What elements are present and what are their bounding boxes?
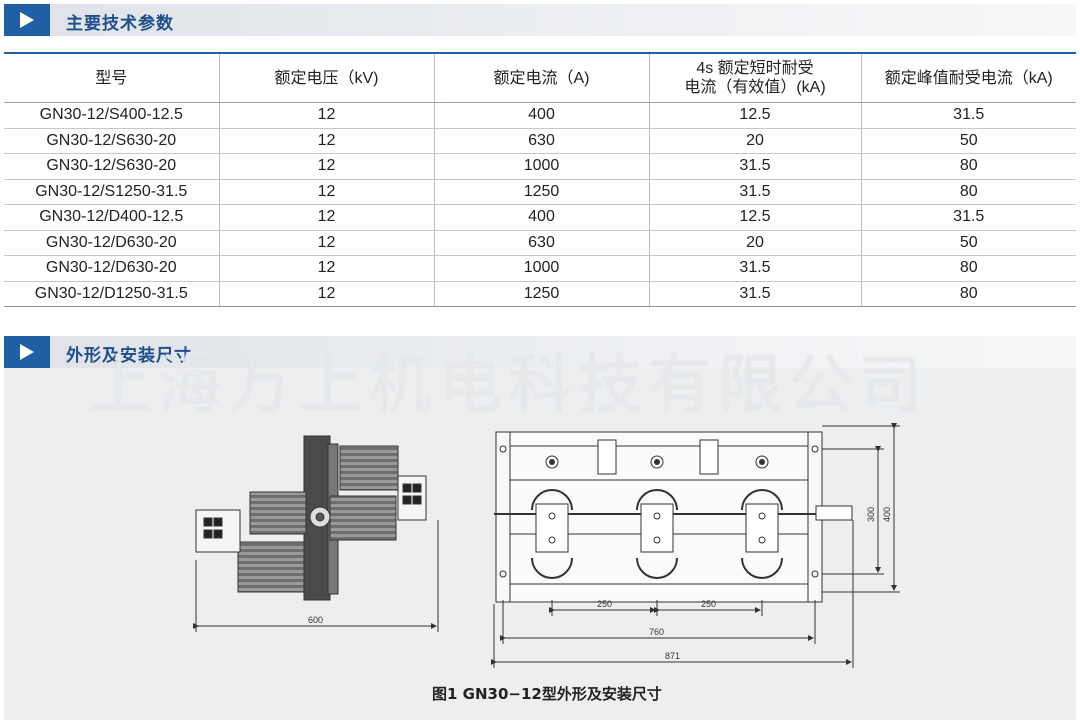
dim-overall-width: 871 bbox=[665, 651, 680, 661]
cell-short-time-current: 12.5 bbox=[648, 204, 861, 231]
dim-inner-height: 300 bbox=[866, 507, 876, 522]
cell-peak-current: 80 bbox=[860, 179, 1076, 205]
cell-current: 1250 bbox=[433, 179, 649, 205]
cell-current: 1000 bbox=[433, 255, 649, 282]
dim-mount-width: 760 bbox=[649, 627, 664, 637]
dim-spacing-b: 250 bbox=[701, 599, 716, 609]
cell-peak-current: 31.5 bbox=[860, 204, 1076, 231]
cell-peak-current: 80 bbox=[860, 281, 1076, 307]
section-header-dimensions: 外形及安装尺寸 bbox=[4, 336, 1076, 368]
cell-model: GN30-12/S630-20 bbox=[4, 128, 219, 154]
play-arrow-icon bbox=[4, 4, 50, 36]
cell-model: GN30-12/S400-12.5 bbox=[4, 102, 219, 129]
cell-current: 400 bbox=[433, 102, 649, 129]
spec-table: 型号 额定电压（kV) 额定电流（A) 4s 额定短时耐受 电流（有效值）(kA… bbox=[4, 52, 1076, 307]
cell-short-time-current: 20 bbox=[648, 230, 861, 256]
col-header-current: 额定电流（A) bbox=[433, 52, 649, 103]
section-header-specs: 主要技术参数 bbox=[4, 4, 1076, 36]
cell-model: GN30-12/S630-20 bbox=[4, 153, 219, 180]
front-view-drawing bbox=[491, 423, 900, 668]
cell-current: 1250 bbox=[433, 281, 649, 307]
col-header-short-time-line2: 电流（有效值）(kA) bbox=[684, 79, 826, 96]
cell-short-time-current: 20 bbox=[648, 128, 861, 154]
section-title: 主要技术参数 bbox=[66, 14, 174, 34]
cell-current: 630 bbox=[433, 230, 649, 256]
cell-short-time-current: 31.5 bbox=[648, 153, 861, 180]
cell-voltage: 12 bbox=[218, 153, 434, 180]
cell-current: 630 bbox=[433, 128, 649, 154]
figure-caption: 图1 GN30−12型外形及安装尺寸 bbox=[432, 685, 662, 703]
col-header-model: 型号 bbox=[4, 52, 219, 103]
cell-peak-current: 80 bbox=[860, 153, 1076, 180]
cell-model: GN30-12/D630-20 bbox=[4, 230, 219, 256]
col-header-voltage: 额定电压（kV) bbox=[218, 52, 434, 103]
cell-short-time-current: 31.5 bbox=[648, 179, 861, 205]
cell-voltage: 12 bbox=[218, 281, 434, 307]
cell-short-time-current: 31.5 bbox=[648, 281, 861, 307]
cell-peak-current: 50 bbox=[860, 230, 1076, 256]
cell-short-time-current: 31.5 bbox=[648, 255, 861, 282]
cell-voltage: 12 bbox=[218, 255, 434, 282]
cell-peak-current: 80 bbox=[860, 255, 1076, 282]
cell-voltage: 12 bbox=[218, 102, 434, 129]
cell-voltage: 12 bbox=[218, 179, 434, 205]
cell-model: GN30-12/D400-12.5 bbox=[4, 204, 219, 231]
play-arrow-icon bbox=[4, 336, 50, 368]
cell-voltage: 12 bbox=[218, 128, 434, 154]
cell-model: GN30-12/D630-20 bbox=[4, 255, 219, 282]
cell-current: 1000 bbox=[433, 153, 649, 180]
section-title: 外形及安装尺寸 bbox=[66, 346, 192, 366]
dim-overall-height: 400 bbox=[882, 507, 892, 522]
col-header-short-time-current: 4s 额定短时耐受 电流（有效值）(kA) bbox=[648, 52, 861, 103]
col-header-peak-current: 额定峰值耐受电流（kA) bbox=[860, 52, 1076, 103]
cell-model: GN30-12/S1250-31.5 bbox=[4, 179, 219, 205]
watermark: 上海万上机电科技有限公司 bbox=[88, 349, 928, 423]
dim-spacing-a: 250 bbox=[597, 599, 612, 609]
cell-peak-current: 50 bbox=[860, 128, 1076, 154]
cell-model: GN30-12/D1250-31.5 bbox=[4, 281, 219, 307]
cell-peak-current: 31.5 bbox=[860, 102, 1076, 129]
cell-current: 400 bbox=[433, 204, 649, 231]
side-view-drawing bbox=[193, 435, 439, 632]
dim-side-width: 600 bbox=[308, 615, 323, 625]
cell-voltage: 12 bbox=[218, 230, 434, 256]
cell-voltage: 12 bbox=[218, 204, 434, 231]
cell-short-time-current: 12.5 bbox=[648, 102, 861, 129]
col-header-short-time-line1: 4s 额定短时耐受 bbox=[696, 60, 814, 77]
table-header-row: 型号 额定电压（kV) 额定电流（A) 4s 额定短时耐受 电流（有效值）(kA… bbox=[4, 52, 1076, 103]
